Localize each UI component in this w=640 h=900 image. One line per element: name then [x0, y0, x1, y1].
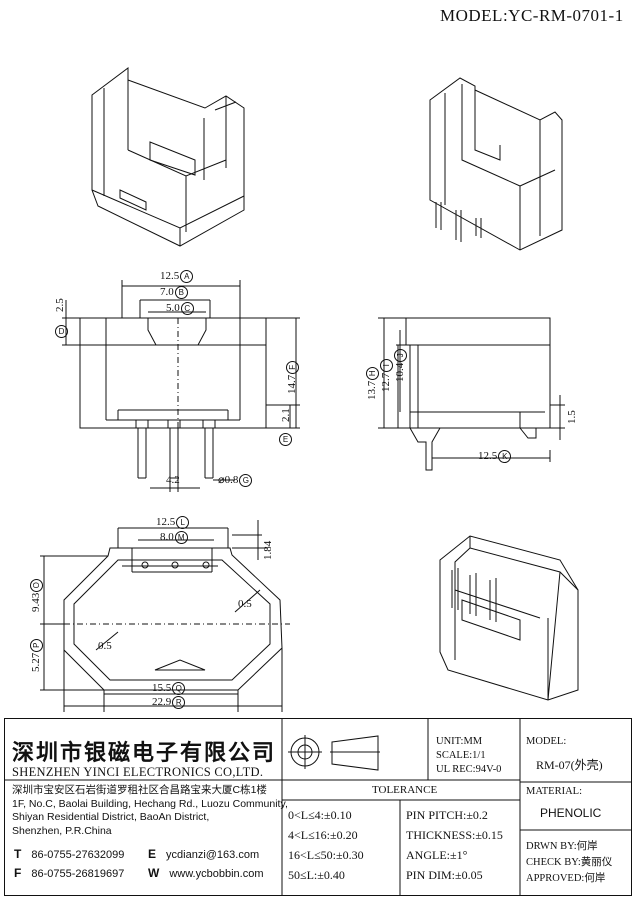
company-name-en: SHENZHEN YINCI ELECTRONICS CO,LTD. [12, 765, 264, 779]
dim-j: 10.4J [394, 348, 407, 382]
dim-i: 12.7I [380, 358, 393, 392]
projection-symbol [288, 735, 380, 771]
isometric-view-rear [429, 77, 563, 251]
dim-h: 13.7H [366, 366, 379, 400]
material-value: PHENOLIC [540, 806, 602, 820]
model-number: MODEL:YC-RM-0701-1 [440, 6, 624, 25]
tolerance-title: TOLERANCE [372, 784, 438, 796]
approved-by: APPROVED:何岸 [526, 873, 606, 884]
drawn-by: DRWN BY:何岸 [526, 841, 598, 852]
dim-e-value: 2.1 [280, 408, 292, 422]
tolerance-2: 4<L≤16:±0.20 [288, 828, 358, 842]
thickness: THICKNESS:±0.15 [406, 828, 503, 842]
dim-e-letter: E [278, 433, 292, 446]
title-block [4, 718, 632, 896]
unit: UNIT:MM [436, 736, 483, 747]
ul-rec: UL REC:94V-0 [436, 764, 502, 775]
model-label: MODEL: [526, 736, 567, 747]
front-view [62, 280, 300, 492]
model-value: RM-07(外壳) [536, 758, 603, 772]
isometric-view-bottom [439, 535, 579, 701]
company-name-cn: 深圳市银磁电子有限公司 [12, 741, 277, 766]
angle: ANGLE:±1° [406, 848, 468, 862]
company-address: 深圳市宝安区石岩街道罗租社区合昌路宝来大厦C栋1楼 1F, No.C, Baol… [12, 784, 288, 837]
isometric-view-front [91, 67, 245, 247]
title-block-lines [4, 718, 632, 896]
material-label: MATERIAL: [526, 786, 582, 797]
dim-side-small: 1.5 [566, 410, 578, 424]
checked-by: CHECK BY:黄丽仪 [526, 857, 613, 868]
scale: SCALE:1/1 [436, 750, 486, 761]
tolerance-3: 16<L≤50:±0.30 [288, 848, 364, 862]
side-view [378, 317, 565, 471]
tolerance-4: 50≤L:±0.40 [288, 868, 345, 882]
pin-pitch: PIN PITCH:±0.2 [406, 808, 488, 822]
dim-r1: 0.5 [238, 598, 252, 610]
dim-d-letter: D [54, 325, 68, 338]
top-view [40, 520, 290, 712]
pin-dim: PIN DIM:±0.05 [406, 868, 483, 882]
dim-r2: 0.5 [98, 640, 112, 652]
dim-f: 14.7F [286, 360, 299, 394]
tolerance-1: 0<L≤4:±0.10 [288, 808, 352, 822]
dim-p: 5.27P [30, 638, 43, 672]
dim-o: 9.43O [30, 578, 43, 612]
dim-pitch: 4.2 [166, 474, 180, 486]
dim-top-small: 1.84 [262, 540, 274, 560]
dim-d-value: 2.5 [54, 298, 66, 312]
